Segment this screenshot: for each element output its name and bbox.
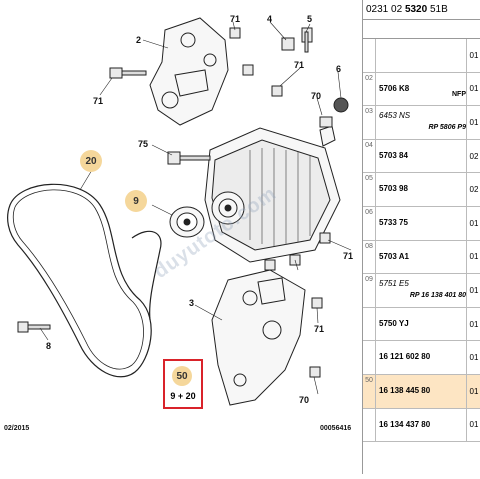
alternator-part — [204, 125, 341, 263]
footer-date: 02/2015 — [4, 425, 30, 432]
part-reference: 5750 YJ — [379, 318, 409, 328]
part-quantity: 01 — [466, 240, 480, 274]
cap-nut-part — [333, 97, 349, 113]
part-note: NFP — [452, 90, 466, 98]
callout-label: 75 — [138, 139, 149, 149]
callout-label: 3 — [189, 298, 195, 308]
table-row[interactable]: 01 — [363, 39, 480, 73]
callout-label: 71 — [343, 251, 354, 261]
callout-label: 2 — [136, 35, 142, 45]
tensioner-pulley-part — [169, 206, 205, 238]
table-spacer-row — [363, 20, 480, 39]
callout-label: 6 — [336, 64, 342, 74]
part-reference: 6453 NS — [379, 111, 411, 121]
callout-label: 71 — [314, 324, 325, 334]
parts-drawing — [7, 17, 352, 406]
part-quantity: 01 — [466, 307, 480, 341]
header-suffix: 51B — [427, 4, 448, 15]
callout-bubble-pulley: 9 — [125, 190, 147, 212]
part-reference: 16 138 445 80 — [379, 385, 431, 395]
part-quantity: 01 — [466, 341, 480, 374]
part-note: RP 16 138 401 80 — [409, 292, 466, 300]
row-index: 08 — [363, 240, 376, 274]
part-reference: 5706 K8 — [379, 83, 410, 93]
table-row[interactable]: 16 121 602 80 01 — [363, 341, 480, 375]
kit-callout-box[interactable]: 50 9 + 20 — [163, 359, 203, 409]
table-row[interactable]: 16 134 437 80 01 — [363, 408, 480, 443]
part-reference: 5751 E5 — [379, 279, 409, 289]
part-reference: 5703 A1 — [379, 251, 409, 261]
row-index: 02 — [363, 72, 376, 106]
part-quantity: 01 — [466, 106, 480, 139]
kit-number-bubble: 50 — [172, 366, 192, 386]
callout-label: 71 — [294, 60, 305, 70]
callout-label: 70 — [311, 91, 322, 101]
kit-formula: 9 + 20 — [170, 391, 196, 401]
row-index — [363, 39, 376, 72]
table-row[interactable]: 5750 YJ 01 — [363, 307, 480, 342]
part-reference: 16 134 437 80 — [379, 419, 431, 429]
exploded-parts-diagram: 2 4 5 6 71 71 71 70 75 3 8 70 71 71 20 9… — [4, 14, 354, 432]
callout-label: 5 — [307, 14, 313, 24]
part-quantity: 01 — [466, 206, 480, 240]
row-index: 04 — [363, 139, 376, 173]
part-reference: 5703 84 — [379, 150, 408, 160]
header-prefix: 0231 02 — [366, 4, 405, 15]
callout-label: 8 — [46, 341, 52, 351]
part-quantity: 01 — [466, 408, 480, 442]
row-index: 03 — [363, 106, 376, 139]
callout-label: 4 — [267, 14, 273, 24]
part-reference: 5703 98 — [379, 184, 408, 194]
upper-bracket-part — [149, 17, 229, 126]
footer-code: 00056416 — [320, 425, 352, 432]
part-note: RP 5806 P9 — [428, 124, 467, 132]
row-index: 06 — [363, 206, 376, 240]
row-index — [363, 341, 376, 374]
row-index: 05 — [363, 173, 376, 206]
row-index — [363, 408, 376, 442]
callout-label: 70 — [299, 395, 310, 405]
part-reference: 5733 75 — [379, 217, 408, 227]
table-header: 0231 02 5320 51B — [363, 0, 480, 20]
part-quantity: 02 — [466, 139, 480, 173]
callout-bubble-belt: 20 — [80, 150, 102, 172]
callout-label: 71 — [93, 96, 104, 106]
row-index: 09 — [363, 274, 376, 307]
part-quantity: 01 — [466, 274, 480, 307]
part-quantity: 01 — [466, 72, 480, 106]
drive-belt-part — [7, 183, 152, 378]
part-quantity: 01 — [466, 39, 480, 72]
lower-bracket-part — [211, 269, 306, 406]
row-index: 50 — [363, 374, 376, 408]
part-quantity: 02 — [466, 173, 480, 206]
part-reference: 16 121 602 80 — [379, 352, 431, 362]
part-quantity: 01 — [466, 374, 480, 408]
row-index — [363, 307, 376, 341]
header-bold-number: 5320 — [404, 4, 428, 15]
callout-label: 71 — [230, 14, 241, 24]
